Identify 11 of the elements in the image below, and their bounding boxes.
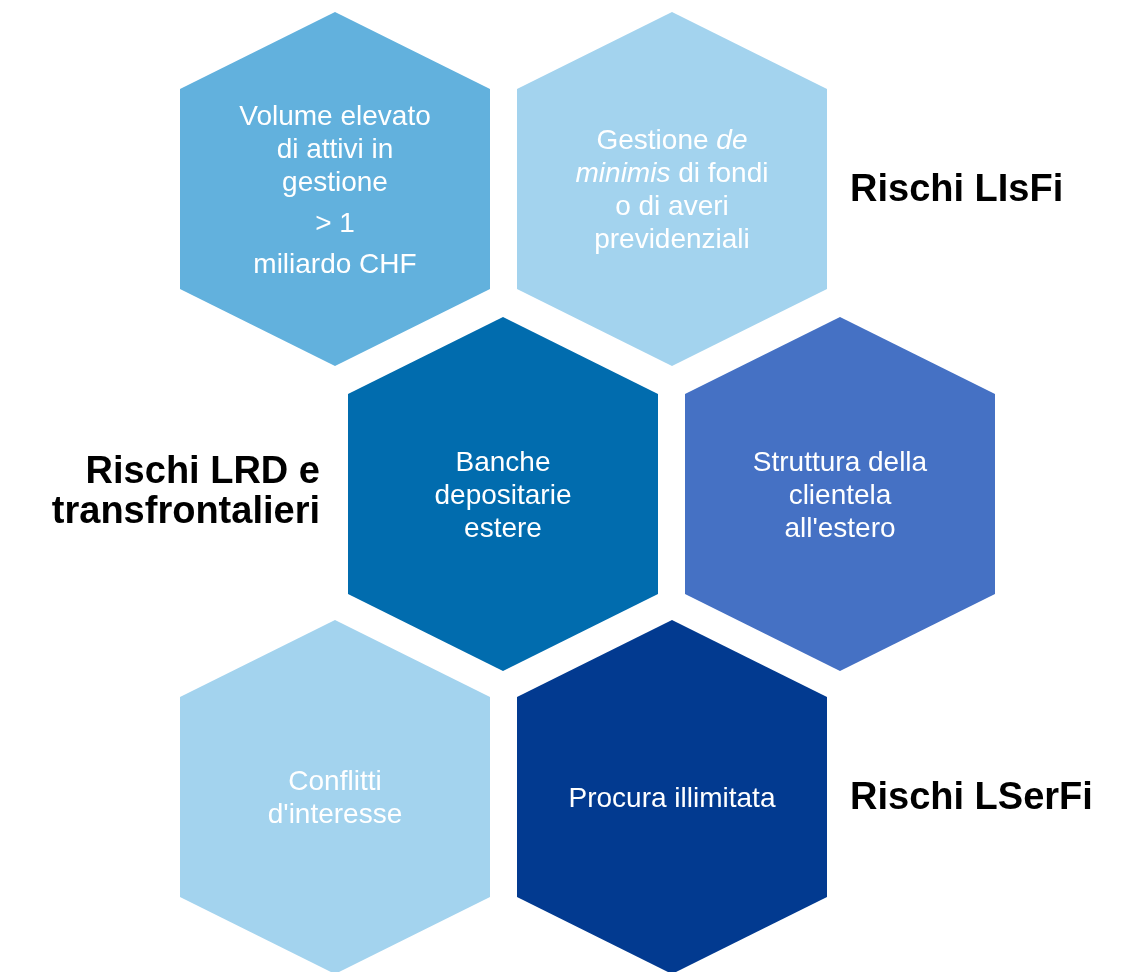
group-heading: Rischi LRD e transfrontalieri — [50, 450, 320, 530]
group-heading: Rischi LIsFi — [850, 168, 1064, 208]
tile-text: Gestione de minimis di fondi o di averi previdenziali — [574, 123, 770, 255]
tile-text: miliardo CHF — [253, 246, 417, 280]
tile-text: Struttura della clientela all'estero — [751, 444, 929, 544]
tile-text: Volume elevato di attivi in gestione — [238, 98, 432, 198]
tile-text: Banche depositarie estere — [433, 444, 573, 544]
tile-text: Conflitti d'interesse — [266, 764, 404, 830]
group-heading: Rischi LSerFi — [850, 776, 1093, 816]
tile-text: > 1 — [315, 205, 355, 239]
tile-text: Procura illimitata — [568, 780, 776, 814]
